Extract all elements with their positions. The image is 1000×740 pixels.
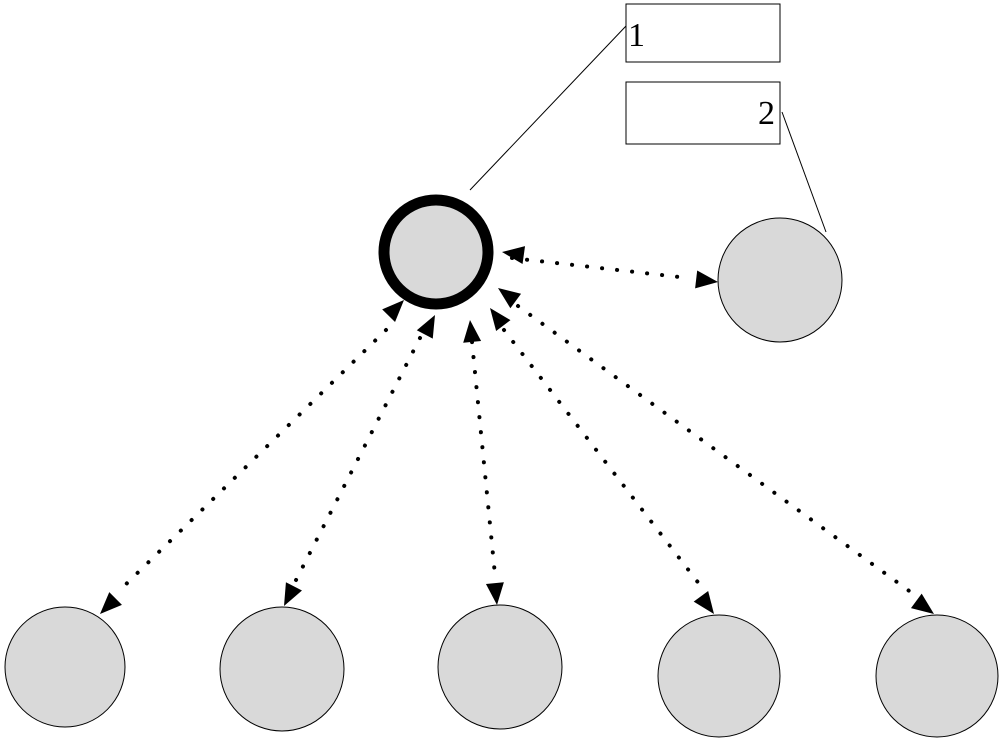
connection-bottom-node-1: [116, 328, 388, 594]
bottom-node-4: [657, 614, 781, 738]
bottom-node-1: [4, 606, 126, 728]
arrowhead-central-bottom-node-5: [498, 288, 522, 309]
arrowhead-central-bottom-node-4: [490, 308, 511, 331]
connection-bottom-node-3: [470, 340, 497, 577]
arrowhead-bottom-node-5: [910, 593, 934, 614]
connection-bottom-node-5: [516, 304, 914, 595]
arrowhead-bottom-node-3: [485, 582, 504, 605]
connection-peer-node: [510, 256, 690, 280]
bottom-node-3: [437, 604, 563, 730]
central-node: [378, 194, 494, 310]
arrowhead-peer-node: [695, 270, 718, 289]
label-box-2: [625, 81, 781, 145]
bottom-node-2: [219, 606, 345, 732]
bottom-node-5: [875, 614, 999, 738]
leader-line-1: [469, 25, 627, 191]
arrowhead-central-bottom-node-1: [382, 300, 404, 323]
arrowhead-bottom-node-2: [284, 582, 302, 606]
arrowhead-bottom-node-1: [100, 592, 122, 614]
label-1-text: 1: [628, 17, 645, 54]
label-box-1: [625, 3, 781, 63]
arrowhead-bottom-node-4: [693, 590, 714, 614]
arrowhead-central-peer-node: [502, 246, 526, 264]
peer-node: [717, 217, 843, 343]
label-2-text: 2: [758, 95, 775, 132]
arrowhead-central-bottom-node-3: [463, 320, 482, 343]
leader-line-2: [781, 111, 827, 233]
connections-group: [100, 246, 934, 614]
arrowhead-central-bottom-node-2: [416, 315, 435, 339]
connection-bottom-node-2: [293, 336, 422, 584]
